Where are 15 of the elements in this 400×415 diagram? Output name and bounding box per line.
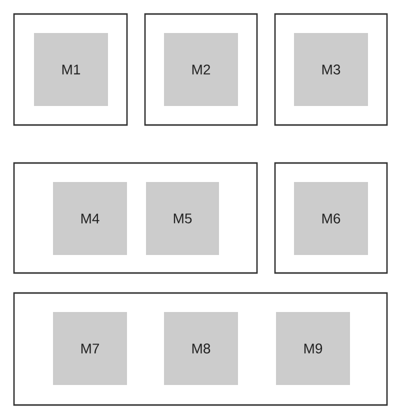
frame-box: [274, 13, 388, 126]
text-tile: M3: [294, 33, 368, 106]
frame-box: [13, 162, 258, 274]
text-tile: M4: [53, 182, 127, 255]
text-tile: M2: [164, 33, 238, 106]
text-tile: M6: [294, 182, 368, 255]
text-tile: M7: [53, 312, 127, 385]
text-tile: M1: [34, 33, 108, 106]
text-tile: M5: [146, 182, 219, 255]
frame-box: [13, 13, 128, 126]
frame-box: [13, 292, 388, 406]
text-tile: M9: [276, 312, 350, 385]
frame-box: [274, 162, 388, 274]
text-tile: M8: [164, 312, 238, 385]
frame-box: [144, 13, 258, 126]
